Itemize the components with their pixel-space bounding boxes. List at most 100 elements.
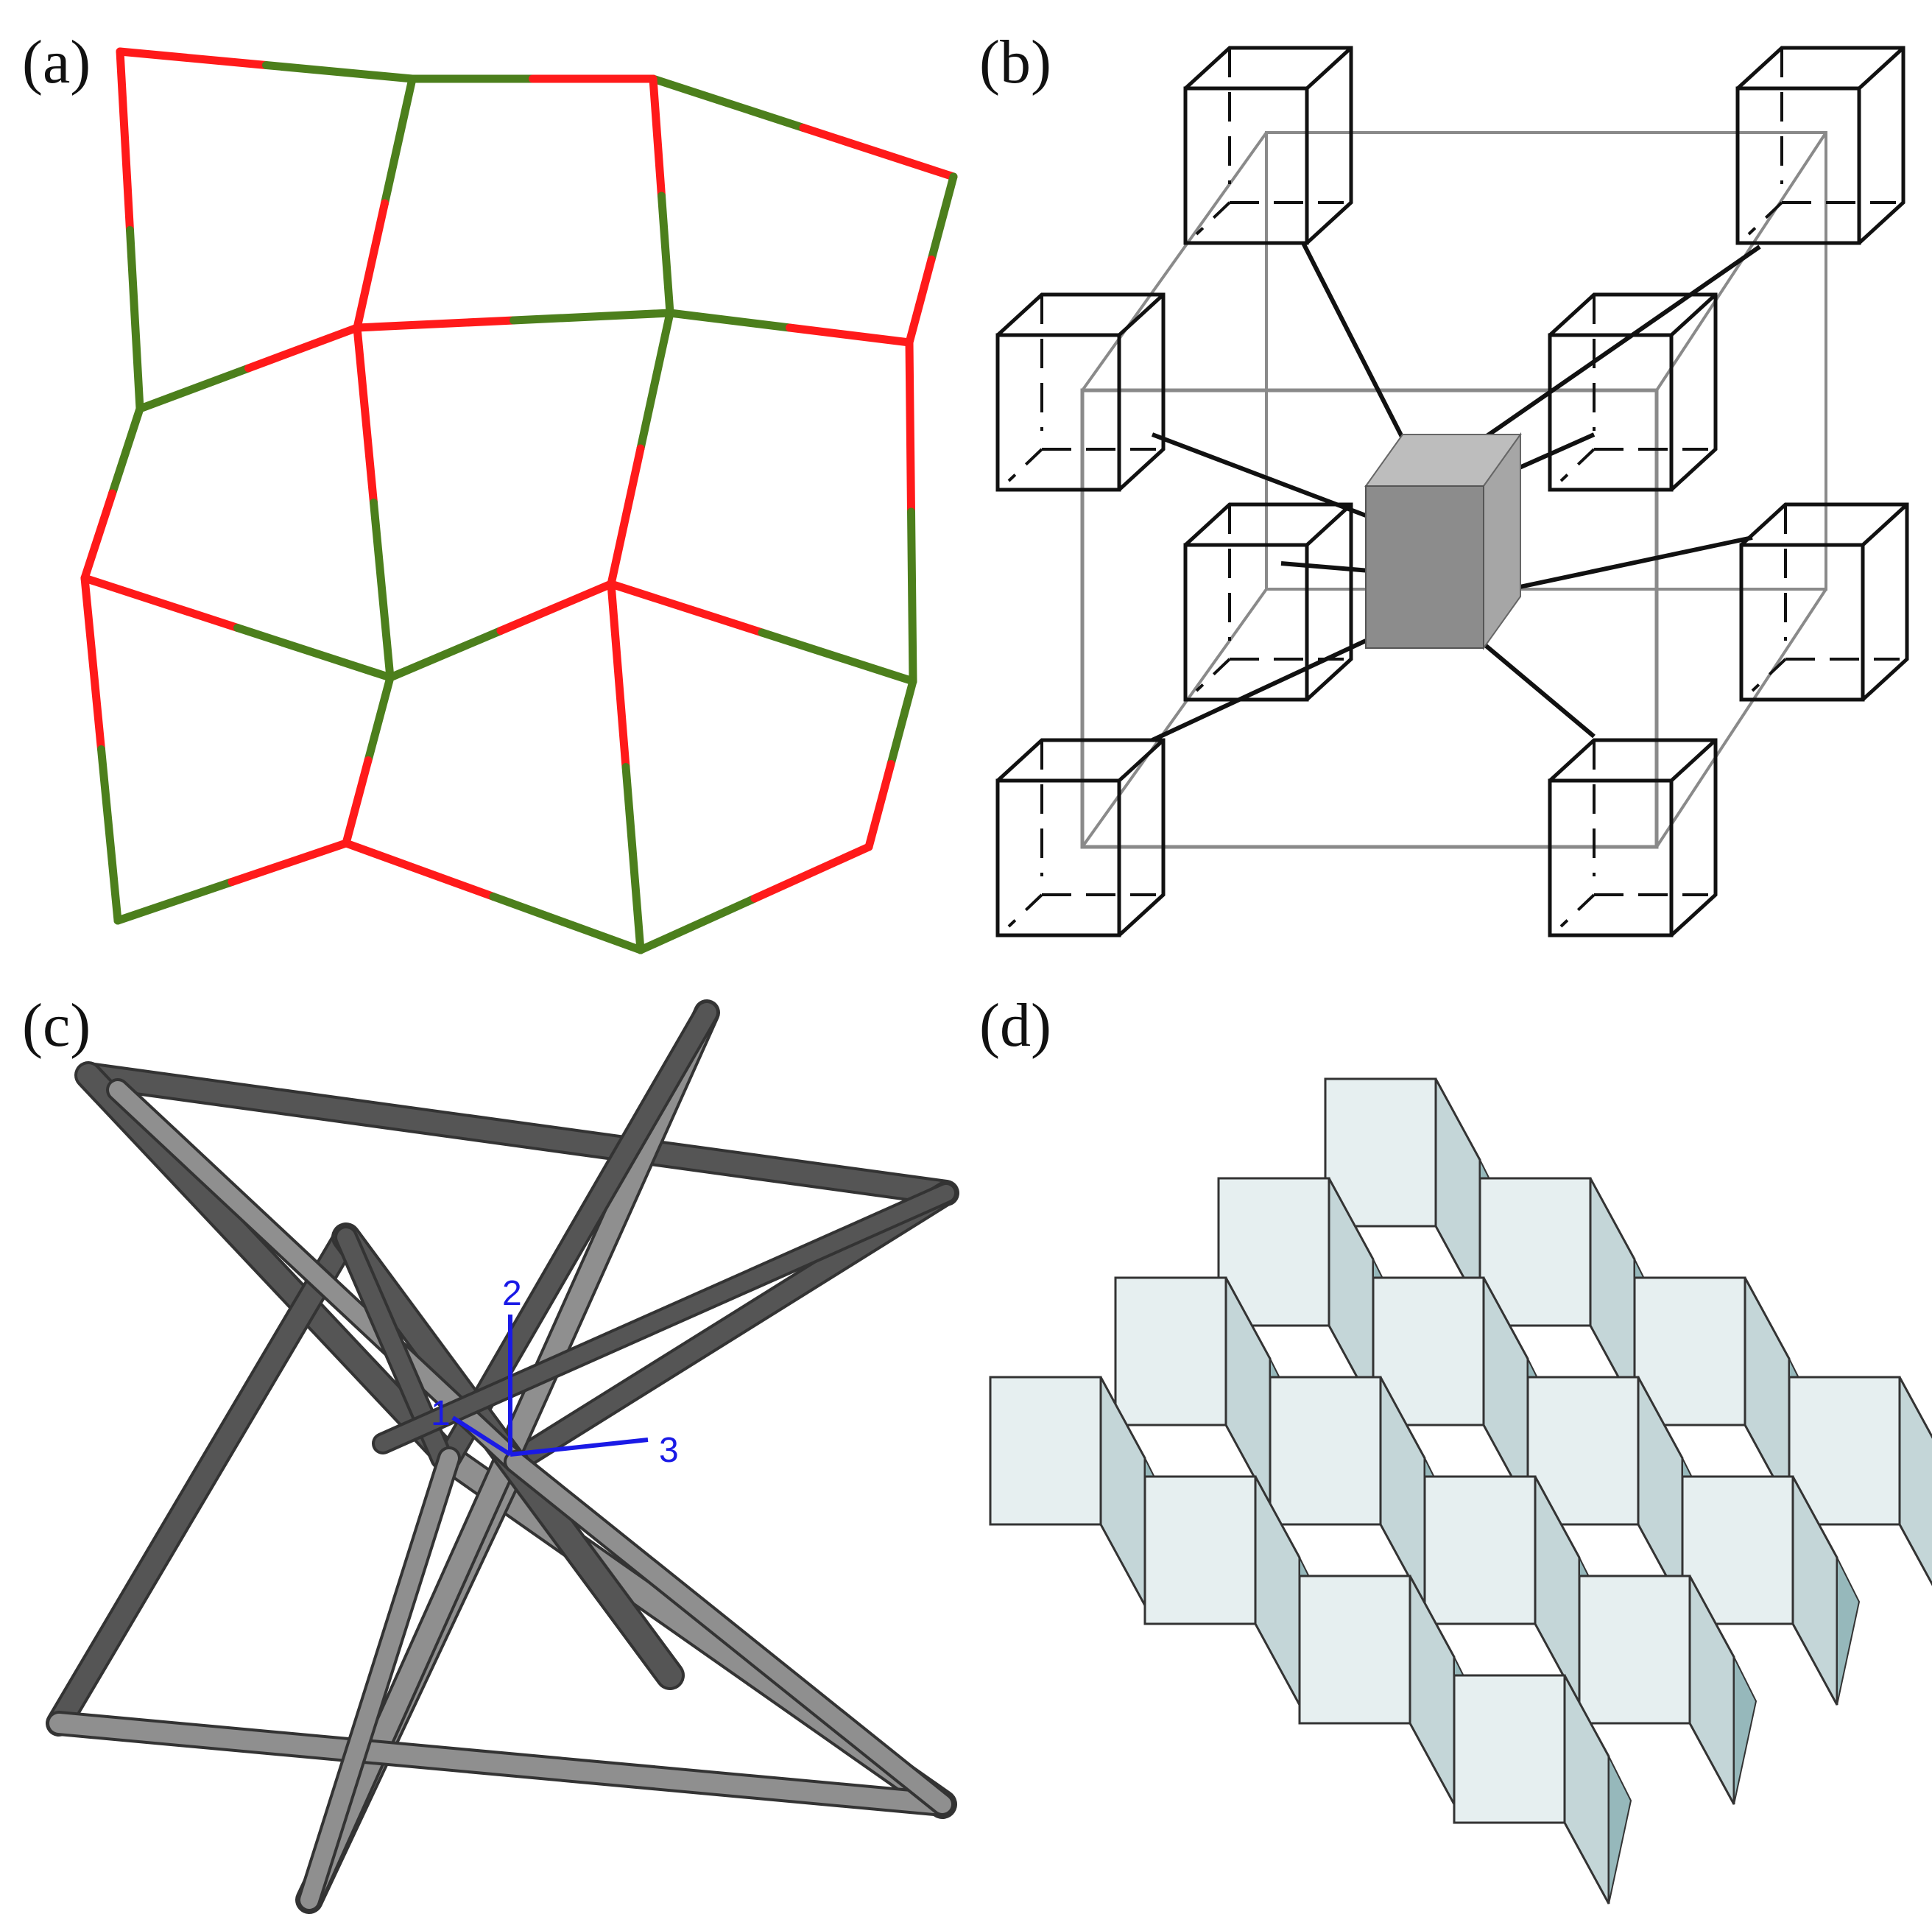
strut-segment	[381, 74, 417, 208]
strut-segment	[342, 756, 373, 848]
strut-segment	[907, 507, 917, 686]
honeycomb-cell	[1578, 1575, 1758, 1805]
honeycomb-cell	[1681, 1475, 1861, 1706]
cell-top-face	[1423, 1475, 1537, 1625]
strut-segment	[886, 677, 917, 768]
cell-shadow-face	[1836, 1557, 1861, 1706]
small-cube	[995, 738, 1166, 937]
strut-segment	[510, 309, 674, 325]
rod	[375, 1185, 954, 1452]
small-cube-back	[1548, 738, 1718, 937]
frame-back-face	[1080, 388, 1659, 849]
strut-segment	[799, 124, 958, 181]
frame-edge	[1081, 131, 1268, 392]
small-cube-edge	[1118, 739, 1165, 782]
axis-3-line	[510, 1438, 649, 1457]
cell-shadow-face	[1733, 1656, 1758, 1805]
rod	[77, 1064, 460, 1469]
small-cube	[1548, 292, 1718, 492]
strut-segment	[126, 226, 144, 413]
strut-segment	[649, 74, 666, 200]
strut-segment	[97, 745, 122, 925]
strut-segment	[116, 47, 270, 69]
small-cube-hidden	[1747, 201, 1783, 236]
strut-segment	[905, 338, 915, 516]
small-cube	[1183, 46, 1353, 245]
small-cube-front	[995, 333, 1121, 492]
rod	[78, 1065, 956, 1203]
strut-segment	[116, 47, 134, 234]
small-cube-edge	[1858, 46, 1905, 90]
small-cube-hidden	[1007, 893, 1043, 928]
small-cube-front	[1183, 86, 1309, 245]
rod	[507, 1453, 951, 1813]
connector	[1151, 638, 1367, 742]
connector	[1280, 561, 1370, 573]
rod	[506, 1183, 956, 1471]
panel-label-d: (d)	[979, 991, 1051, 1060]
strut-segment	[657, 191, 674, 317]
small-cube-hidden	[1559, 448, 1596, 482]
axis-label-2: 2	[502, 1274, 522, 1313]
connector	[1509, 535, 1753, 591]
strut-segment	[905, 256, 936, 347]
strut-segment	[353, 316, 518, 332]
small-cube-edge	[1305, 503, 1353, 546]
axis-label-1: 1	[431, 1394, 451, 1433]
cell-top-face	[1269, 1376, 1382, 1526]
rod	[49, 1714, 952, 1814]
small-cube-back	[1740, 502, 1909, 701]
cell-top-face	[1478, 1177, 1592, 1327]
strut-segment	[666, 309, 794, 332]
small-cube-hidden	[1007, 448, 1043, 482]
strut-segment	[489, 893, 645, 954]
coordinate-axes: 2 1 3	[431, 1274, 679, 1470]
strut-segment	[353, 323, 378, 507]
connector	[1151, 432, 1367, 518]
cell-top-face	[1298, 1575, 1411, 1725]
cell-top-face	[989, 1376, 1102, 1526]
small-cube-edge	[1670, 293, 1717, 337]
strut-segment	[135, 364, 253, 413]
cell-top-face	[1526, 1376, 1640, 1526]
connector	[1482, 244, 1761, 440]
cell-top-face	[1114, 1276, 1227, 1426]
rod	[49, 1227, 356, 1734]
panel-b-cube-cluster	[995, 46, 1909, 937]
small-cube-edge	[1118, 293, 1165, 337]
small-cube-front	[1735, 86, 1861, 245]
connector	[1478, 638, 1596, 739]
small-cube-edge	[1861, 503, 1908, 546]
small-cube-back	[1736, 46, 1905, 244]
strut-segment	[262, 61, 417, 83]
rod	[300, 1449, 458, 1909]
strut-segment	[496, 580, 616, 635]
small-cube-hidden	[1195, 201, 1231, 236]
cell-top-face	[1453, 1674, 1566, 1824]
small-cube-hidden	[1559, 893, 1596, 928]
strut-segment	[370, 499, 395, 682]
strut-segment	[80, 574, 105, 753]
cell-top-face	[1324, 1077, 1437, 1228]
strut-segment	[607, 580, 630, 771]
cell-top-face	[1578, 1575, 1691, 1725]
strut-segment	[244, 323, 362, 373]
cell-side-face	[1898, 1376, 1932, 1586]
small-cube-front	[1548, 778, 1674, 937]
small-cube	[1735, 46, 1905, 245]
axis-label-3: 3	[659, 1431, 679, 1470]
small-cube-front	[1548, 333, 1674, 492]
cell-side-face	[1434, 1078, 1481, 1308]
honeycomb-cell	[1526, 1376, 1706, 1606]
strut-segment	[621, 763, 645, 954]
panel-a-lattice	[80, 47, 958, 954]
cell-top-face	[1372, 1276, 1485, 1426]
small-cube-back	[1184, 502, 1353, 701]
strut-segment	[758, 628, 917, 686]
strut-segment	[386, 627, 505, 682]
strut-segment	[364, 673, 395, 764]
small-cube-back	[1184, 46, 1353, 244]
cell-side-face	[1744, 1277, 1791, 1507]
honeycomb-cell	[1453, 1674, 1632, 1904]
